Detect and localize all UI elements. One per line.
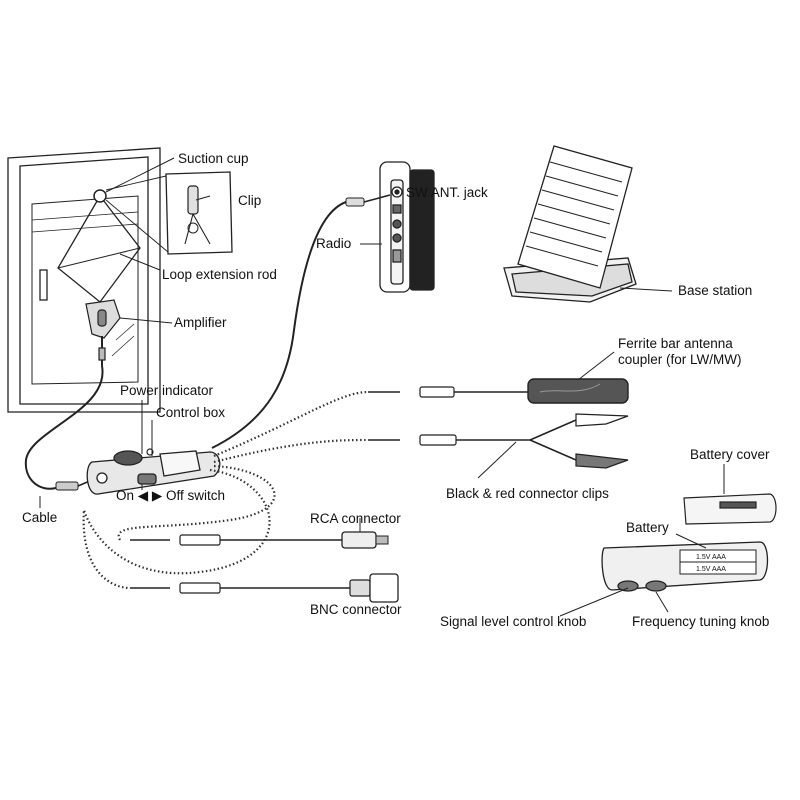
label-control-box: Control box <box>156 405 226 420</box>
cable-plug-icon <box>55 479 93 491</box>
leader-lines <box>39 157 725 617</box>
sw-ant-plug-icon <box>345 194 391 207</box>
label-base-station: Base station <box>678 283 753 298</box>
label-frequency-tuning-knob: Frequency tuning knob <box>632 614 770 629</box>
bnc-connector-assembly <box>130 573 399 603</box>
rca-connector-assembly <box>130 531 389 549</box>
loop-antenna <box>57 191 141 303</box>
main-cable <box>24 365 104 490</box>
label-signal-level-knob: Signal level control knob <box>440 614 587 629</box>
label-loop-extension-rod: Loop extension rod <box>162 267 277 282</box>
ferrite-coupler-assembly <box>368 378 629 404</box>
label-sw-ant-jack: SW ANT. jack <box>406 185 488 200</box>
clip-inset <box>105 171 233 255</box>
label-battery: Battery <box>626 520 669 535</box>
label-amplifier: Amplifier <box>174 315 227 330</box>
window-frame <box>7 147 161 413</box>
label-suction-cup: Suction cup <box>178 151 249 166</box>
battery-marking-1: 1.5V AAA <box>696 554 726 561</box>
battery-cover-part <box>683 493 777 525</box>
label-cable: Cable <box>22 510 58 525</box>
control-box <box>86 450 221 495</box>
amplifier-unit <box>85 299 121 366</box>
label-rca-connector: RCA connector <box>310 511 401 526</box>
base-station-unit <box>503 145 637 303</box>
label-radio: Radio <box>316 236 352 251</box>
label-connector-clips: Black & red connector clips <box>446 486 609 501</box>
battery-marking-2: 1.5V AAA <box>696 566 726 573</box>
label-clip: Clip <box>238 193 262 208</box>
radio-unit <box>379 161 435 293</box>
suction-cup-icon <box>93 189 107 203</box>
tuner-body <box>601 541 769 592</box>
label-on-off-switch: On ◀ ▶ Off switch <box>116 488 226 503</box>
label-bnc-connector: BNC connector <box>310 602 402 617</box>
radio-cable <box>211 201 347 449</box>
label-power-indicator: Power indicator <box>120 383 214 398</box>
dotted-cables <box>82 390 369 590</box>
label-ferrite-bar: Ferrite bar antenna coupler (for LW/MW) <box>618 336 742 367</box>
base-station-slots <box>525 161 623 267</box>
label-battery-cover: Battery cover <box>690 447 770 462</box>
connector-clips-assembly <box>368 413 629 469</box>
